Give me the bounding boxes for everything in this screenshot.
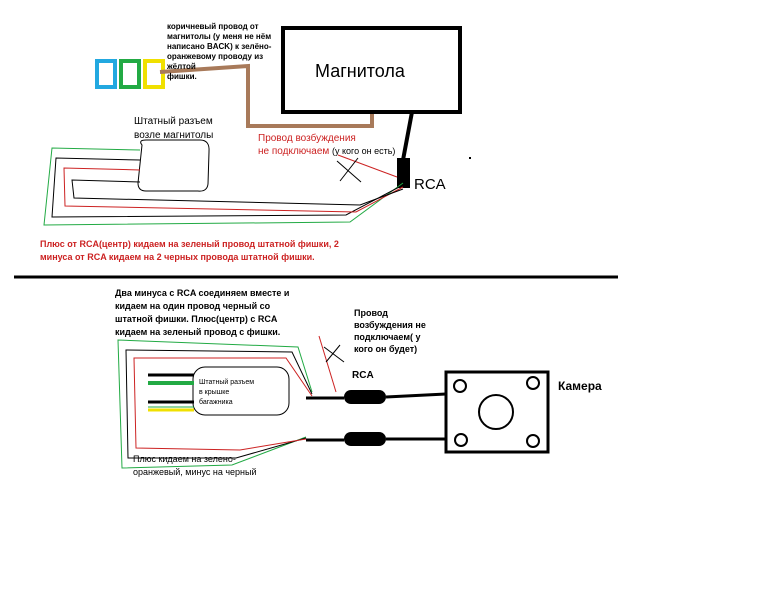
camera-screw-br	[526, 434, 540, 448]
camera-screw-tl	[453, 379, 467, 393]
green-wire-bottom	[117, 339, 313, 469]
instruction-text: Плюс от RCA(центр) кидаем на зеленый про…	[40, 239, 339, 262]
head-unit-cable	[401, 111, 414, 161]
camera-lens	[478, 394, 514, 430]
head-unit-label: Магнитола	[315, 61, 405, 81]
black-wire-bottom-a	[125, 349, 313, 459]
excitation-wire-note-red: Провод возбуждения не подключаем	[258, 133, 356, 157]
cross-mark-top-b	[339, 157, 359, 182]
excitation-wire-note-black: (у кого он есть)	[332, 146, 396, 156]
red-wire-top	[63, 167, 404, 213]
rca-label-top: RCA	[414, 176, 446, 193]
blue-pin	[95, 59, 117, 89]
green-wire-top	[43, 147, 404, 226]
head-unit-box	[281, 26, 462, 114]
stock-connector-label: Штатный разъем возле магнитолы	[134, 116, 214, 141]
black-wire-top-b	[71, 179, 404, 206]
cross-mark-top-a	[336, 160, 362, 183]
trunk-connector	[192, 366, 290, 416]
camera-screw-bl	[454, 433, 468, 447]
camera-label: Камера	[558, 379, 602, 393]
brown-wire	[159, 63, 374, 128]
camera-screw-tr	[526, 376, 540, 390]
cross-mark-bottom-a	[323, 346, 345, 363]
stock-connector-top	[137, 139, 210, 192]
red-wire-bottom	[133, 357, 313, 451]
dot-mark	[469, 157, 471, 159]
rca-block-top	[397, 158, 410, 188]
rca-plug-upper	[344, 390, 386, 404]
excitation-wire-bottom	[318, 335, 337, 393]
excitation-wire-note-bottom: Провод возбуждения не подключаем( у кого…	[354, 308, 426, 354]
rca-plug-lower	[344, 432, 386, 446]
cable-upper-right	[385, 392, 447, 399]
rca-label-bottom: RCA	[352, 370, 374, 381]
excitation-wire-top	[337, 154, 398, 178]
cross-mark-bottom-b	[325, 344, 341, 363]
power-note: Плюс кидаем на зелено- оранжевый, минус …	[133, 454, 257, 477]
green-pin	[119, 59, 141, 89]
yellow-pin	[143, 59, 165, 89]
minus-note: Два минуса с RCA соединяем вместе и кида…	[115, 288, 290, 337]
trunk-connector-label: Штатный разъем в крышке багажника	[199, 379, 255, 406]
brown-wire-note: коричневый провод от магнитолы (у меня н…	[167, 22, 272, 81]
camera-body	[444, 370, 550, 454]
black-wire-top-a	[51, 157, 404, 218]
